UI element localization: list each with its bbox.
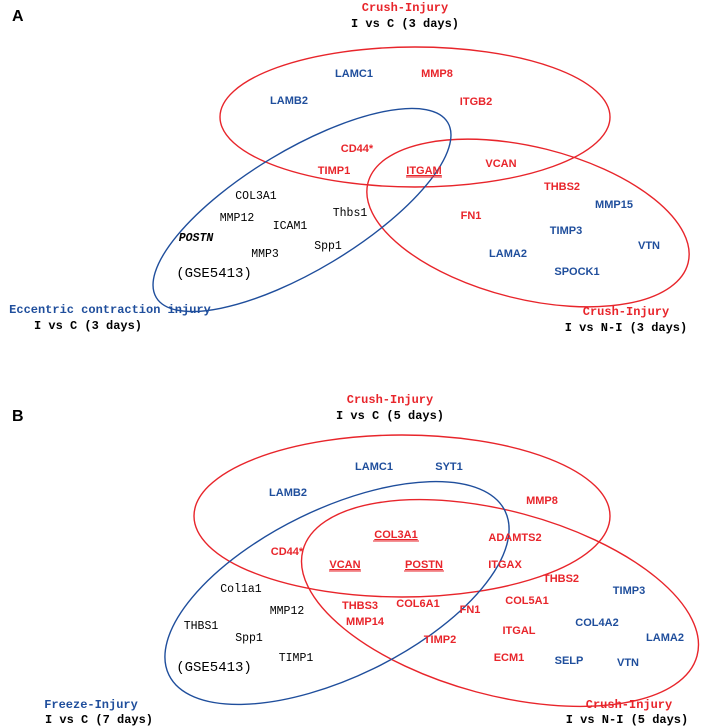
gene-label: THBS2 <box>543 573 579 585</box>
gene-label: LAMC1 <box>355 461 393 473</box>
panel-a-crush-ic-subtitle: I vs C (3 days) <box>351 17 459 31</box>
panel-b-crush-ic-title: Crush-Injury <box>347 393 433 407</box>
panel-b-freeze-ellipse <box>164 480 510 706</box>
gene-label: COL4A2 <box>575 617 618 629</box>
gene-label: THBS2 <box>544 181 580 193</box>
gene-label: Spp1 <box>235 632 263 645</box>
gene-label: MMP12 <box>220 212 255 225</box>
gene-label-underlined: COL3A1 <box>374 529 417 541</box>
panel-b-freeze-subtitle: I vs C (7 days) <box>45 713 153 727</box>
gene-label: THBS1 <box>184 620 219 633</box>
gene-label: ITGB2 <box>460 96 492 108</box>
panel-b-crush-ic-subtitle: I vs C (5 days) <box>336 409 444 423</box>
gene-label-underlined: ITGAM <box>406 165 441 177</box>
gene-label-underlined: POSTN <box>405 559 443 571</box>
gene-label: FN1 <box>461 210 482 222</box>
panel-a-crush-ini-ellipse <box>366 138 690 308</box>
gene-label: CD44* <box>271 546 304 558</box>
gene-label: Col1a1 <box>220 583 262 596</box>
gene-label: TIMP2 <box>424 634 456 646</box>
panel-a-eccentric-title: Eccentric contraction injury <box>9 303 211 317</box>
gene-label: COL5A1 <box>505 595 548 607</box>
panel-a-crush-ini-subtitle: I vs N-I (3 days) <box>565 321 687 335</box>
panel-b-freeze-title: Freeze-Injury <box>44 698 138 712</box>
gene-label: TIMP3 <box>550 225 582 237</box>
gene-label: MMP14 <box>346 616 385 628</box>
gene-label: SYT1 <box>435 461 463 473</box>
gene-label: COL6A1 <box>396 598 439 610</box>
gene-label: Thbs1 <box>333 207 368 220</box>
panel-a-crush-ini-title: Crush-Injury <box>583 305 669 319</box>
gene-label: ECM1 <box>494 652 525 664</box>
gene-label: VTN <box>638 240 660 252</box>
panel-b-label: B <box>12 408 24 425</box>
gene-label: CD44* <box>341 143 374 155</box>
panel-b-crush-ic-ellipse <box>193 434 611 598</box>
gene-label: LAMC1 <box>335 68 373 80</box>
gene-label: ADAMTS2 <box>488 532 541 544</box>
gene-label: MMP12 <box>270 605 305 618</box>
gene-label: TIMP1 <box>318 165 350 177</box>
gene-label: ITGAL <box>503 625 536 637</box>
panel-a-label: A <box>12 8 24 25</box>
gene-label: ICAM1 <box>273 220 308 233</box>
panel-b-crush-ini-title: Crush-Injury <box>586 698 672 712</box>
gene-label: POSTN <box>179 232 215 245</box>
dataset-label: (GSE5413) <box>176 266 252 282</box>
gene-label: VTN <box>617 657 639 669</box>
gene-label: ITGAX <box>488 559 522 571</box>
gene-label: LAMB2 <box>269 487 307 499</box>
gene-label: TIMP3 <box>613 585 645 597</box>
gene-label: SELP <box>555 655 584 667</box>
gene-label: SPOCK1 <box>554 266 599 278</box>
panel-a-crush-ic-title: Crush-Injury <box>362 1 448 15</box>
gene-label: Spp1 <box>314 240 342 253</box>
panel-b-crush-ini-subtitle: I vs N-I (5 days) <box>566 713 688 727</box>
dataset-label: (GSE5413) <box>176 660 252 676</box>
gene-label: COL3A1 <box>235 190 277 203</box>
gene-label: FN1 <box>460 604 481 616</box>
gene-label: MMP8 <box>421 68 453 80</box>
gene-label: LAMA2 <box>646 632 684 644</box>
gene-label: LAMA2 <box>489 248 527 260</box>
gene-label: THBS3 <box>342 600 378 612</box>
gene-label: MMP15 <box>595 199 633 211</box>
panel-b-crush-ini-ellipse <box>300 498 700 708</box>
gene-label: VCAN <box>485 158 516 170</box>
panel-a-eccentric-ellipse <box>152 107 452 313</box>
panel-a-eccentric-subtitle: I vs C (3 days) <box>34 319 142 333</box>
gene-label: TIMP1 <box>279 652 314 665</box>
gene-label-underlined: VCAN <box>329 559 360 571</box>
gene-label: MMP8 <box>526 495 558 507</box>
gene-label: LAMB2 <box>270 95 308 107</box>
gene-label: MMP3 <box>251 248 279 261</box>
panel-a-crush-ic-ellipse <box>219 46 611 188</box>
